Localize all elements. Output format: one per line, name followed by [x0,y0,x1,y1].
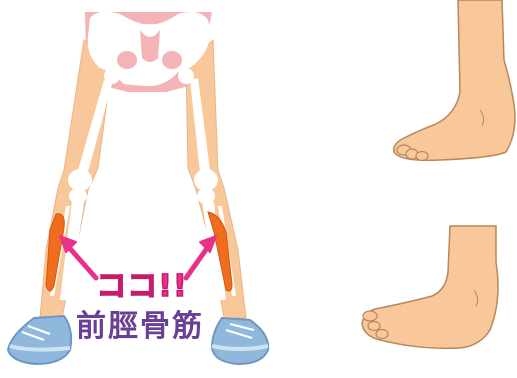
foot-icon [392,0,516,162]
pelvis-icon [87,11,210,86]
callout-exclaim: ココ!! [96,268,188,305]
tibialis-anterior-muscle-icon [45,211,233,292]
muscle-name-label: 前脛骨筋 [76,309,204,344]
sneaker-icon [6,314,270,366]
legs-figure [6,11,270,366]
foot-icon [361,225,499,350]
pointer-arrow-icon [59,235,217,281]
